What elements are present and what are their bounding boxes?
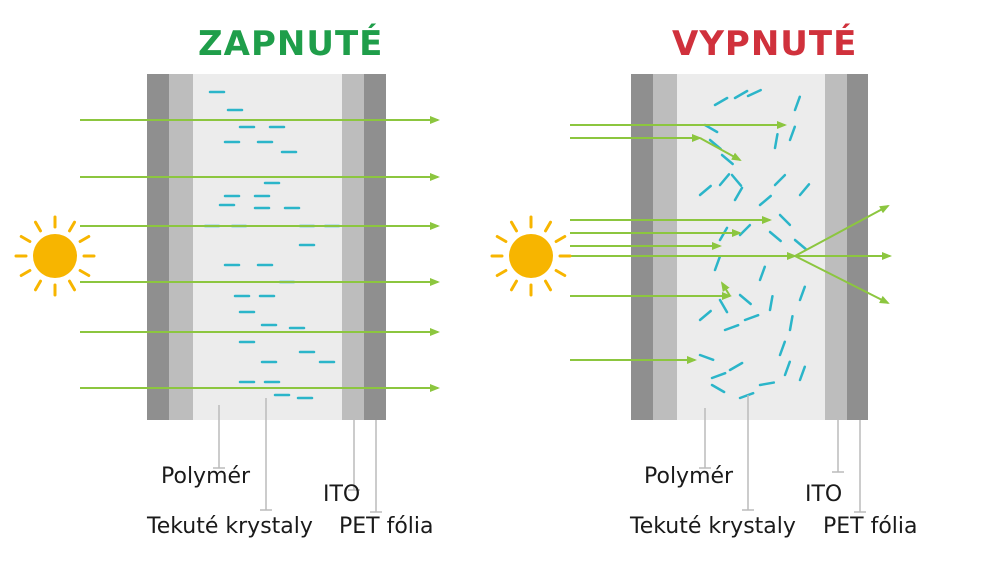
liquid-crystal	[788, 125, 797, 142]
panel-on	[80, 74, 440, 513]
label-pet-foil-off: PET fólia	[823, 514, 918, 539]
liquid-crystal	[798, 365, 807, 382]
liquid-crystal	[798, 285, 807, 302]
liquid-crystal	[758, 381, 776, 387]
liquid-crystal	[793, 95, 802, 112]
sun-ray	[554, 235, 567, 243]
pet-foil-right	[847, 74, 868, 420]
liquid-crystal	[698, 353, 715, 362]
light-rays-transmitted	[80, 116, 440, 392]
sun-ray	[34, 220, 42, 233]
sun-ray	[68, 220, 76, 233]
liquid-crystal	[713, 255, 722, 272]
liquid-crystal	[768, 294, 774, 312]
sun-ray	[34, 279, 42, 292]
arrow-icon	[794, 205, 890, 257]
liquid-crystal	[778, 340, 787, 357]
liquid-crystal	[778, 213, 792, 227]
sun-disc	[33, 234, 77, 278]
liquid-crystal	[713, 96, 729, 107]
liquid-crystal	[746, 88, 762, 98]
label-ito-off: ITO	[805, 482, 843, 507]
liquid-crystal	[773, 132, 779, 150]
ito-right	[342, 74, 364, 420]
liquid-crystal	[793, 238, 807, 251]
liquid-crystal	[710, 383, 726, 394]
liquid-crystal	[710, 371, 727, 380]
label-liquid-crystals-off: Tekuté krystaly	[630, 514, 796, 539]
label-pet-foil-on: PET fólia	[339, 514, 434, 539]
sun-ray	[78, 269, 91, 277]
liquid-crystal	[698, 309, 712, 322]
ito-right	[825, 74, 847, 420]
liquid-crystal	[723, 323, 740, 332]
liquid-crystal	[798, 183, 811, 197]
panel-off-title: VYPNUTÉ	[672, 24, 858, 64]
pet-foil-right	[364, 74, 386, 420]
liquid-crystal	[718, 173, 731, 187]
arrow-icon	[720, 281, 731, 297]
sun-ray	[68, 279, 76, 292]
pet-foil-left	[147, 74, 169, 420]
sun-ray	[495, 235, 508, 243]
liquid-crystal	[788, 314, 794, 332]
liquid-crystal	[768, 230, 782, 243]
liquid-crystal	[703, 123, 719, 134]
arrow-icon	[699, 137, 742, 161]
sun-icon	[490, 215, 572, 297]
label-ito-on: ITO	[323, 482, 361, 507]
sun-disc	[509, 234, 553, 278]
liquid-crystal	[698, 184, 712, 197]
panel-on-title: ZAPNUTÉ	[198, 24, 384, 64]
liquid-crystal	[758, 265, 767, 282]
polymer-layer	[193, 74, 342, 420]
liquid-crystal	[738, 391, 755, 400]
sun-ray	[554, 269, 567, 277]
sun-ray	[78, 235, 91, 243]
light-rays-scattered	[570, 121, 892, 364]
ito-left	[169, 74, 193, 420]
liquid-crystal	[783, 360, 792, 377]
sun-ray	[544, 279, 552, 292]
liquid-crystal	[758, 194, 772, 207]
sun-ray	[510, 279, 518, 292]
liquid-crystal	[773, 173, 787, 187]
label-liquid-crystals-on: Tekuté krystaly	[147, 514, 313, 539]
liquid-crystal	[730, 173, 743, 187]
liquid-crystal	[733, 89, 749, 100]
liquid-crystal	[728, 361, 744, 372]
arrow-icon	[794, 255, 890, 304]
sun-ray	[495, 269, 508, 277]
sun-ray	[510, 220, 518, 233]
liquid-crystal	[738, 293, 752, 306]
liquid-crystal	[718, 298, 729, 314]
sun-ray	[19, 269, 32, 277]
sun-ray	[544, 220, 552, 233]
liquid-crystal	[743, 313, 760, 322]
leader-lines-off	[699, 395, 866, 513]
label-polymer-off: Polymér	[644, 464, 734, 489]
leader-lines-on	[213, 398, 382, 513]
panel-off	[570, 74, 892, 513]
label-polymer-on: Polymér	[161, 464, 251, 489]
liquid-crystal	[720, 153, 734, 166]
sun-icon	[14, 215, 96, 297]
liquid-crystals-random	[698, 88, 811, 400]
liquid-crystal	[733, 186, 744, 202]
sun-ray	[19, 235, 32, 243]
